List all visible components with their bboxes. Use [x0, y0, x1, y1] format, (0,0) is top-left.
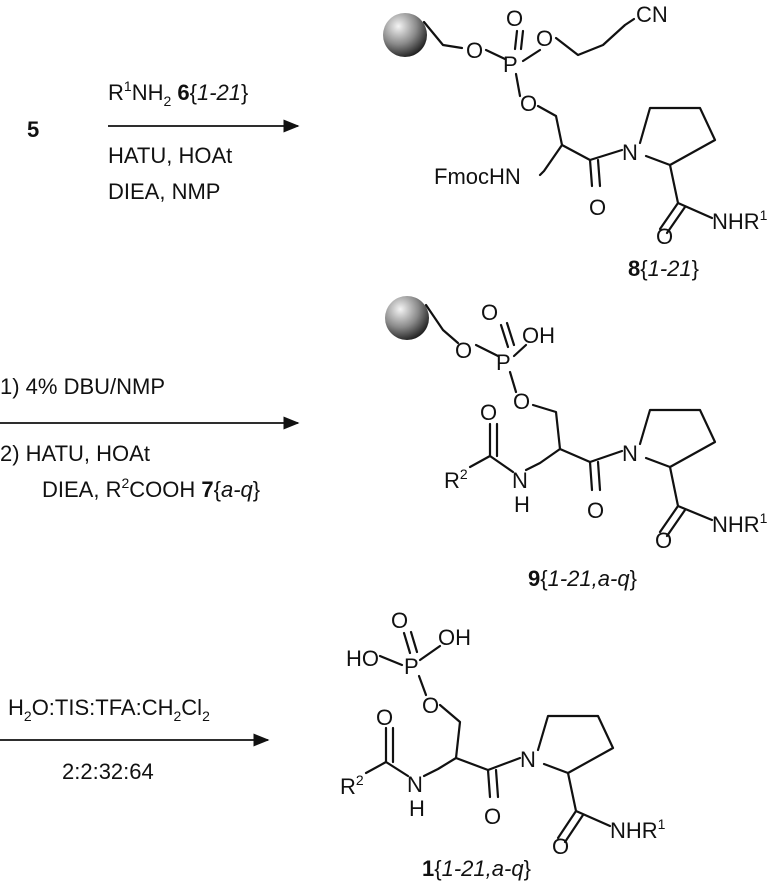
product-8-structure: O P O O CN O FmocHN O N O NHR1 8{1-21} [383, 2, 768, 281]
product-9-label: 9{1-21,a-q} [528, 566, 637, 591]
atom-p: P [496, 350, 511, 375]
atom-n: N [622, 441, 638, 466]
amide-nhr1: NHR1 [712, 207, 768, 234]
resin-bead [383, 13, 427, 57]
atom-o: O [655, 528, 672, 553]
atom-o: O [480, 400, 497, 425]
atom-o: O [536, 26, 553, 51]
atom-o: O [656, 224, 673, 249]
atom-o: O [589, 195, 606, 220]
amide-h: H [409, 796, 425, 821]
r2-group: R2 [340, 772, 364, 799]
product-1-label: 1{1-21,a-q} [422, 856, 531, 881]
atom-o: O [552, 834, 569, 859]
atom-o: O [391, 608, 408, 633]
phosphate-oh: OH [438, 625, 471, 650]
atom-n: N [622, 140, 638, 165]
fmoc-amine: FmocHN [434, 164, 521, 189]
step1-reagent-base: DIEA, NMP [108, 179, 220, 204]
atom-o: O [506, 6, 523, 31]
product-8-label: 8{1-21} [628, 256, 699, 281]
amide-h: H [514, 492, 530, 517]
amide-nhr1: NHR1 [712, 510, 768, 537]
compound-5-label: 5 [27, 117, 39, 142]
atom-o: O [484, 804, 501, 829]
atom-n: N [520, 747, 536, 772]
atom-o: O [587, 498, 604, 523]
step2-deprotection: 1) 4% DBU/NMP [0, 374, 165, 399]
step2-coupling: 2) HATU, HOAt [0, 441, 150, 466]
product-9-structure: O P O OH O O N H O R2 N O NHR1 9{1-21,a-… [385, 296, 768, 591]
step3-ratio: 2:2:32:64 [62, 759, 154, 784]
atom-o: O [455, 338, 472, 363]
atom-p: P [404, 654, 419, 679]
nitrile-cn: CN [636, 2, 668, 27]
atom-o: O [422, 693, 439, 718]
atom-o: O [520, 91, 537, 116]
resin-bead [385, 296, 429, 340]
amide-nh: N [512, 468, 528, 493]
phosphate-oh: OH [522, 323, 555, 348]
step2-acid: DIEA, R2COOH 7{a-q} [42, 475, 260, 502]
step1-reagent-coupling: HATU, HOAt [108, 143, 232, 168]
amide-nh: N [407, 772, 423, 797]
atom-p: P [503, 52, 518, 77]
step3-cleavage-cocktail: H2O:TIS:TFA:CH2Cl2 [8, 695, 210, 724]
atom-o: O [513, 389, 530, 414]
product-1-structure: O P OH HO O O N H O R2 N O NHR1 1{1-21,a… [340, 608, 666, 881]
atom-o: O [376, 705, 393, 730]
step1-reagent-amine: R1NH2 6{1-21} [108, 78, 248, 109]
r2-group: R2 [444, 466, 468, 493]
phosphate-ho: HO [346, 646, 379, 671]
atom-o: O [481, 300, 498, 325]
amide-nhr1: NHR1 [610, 816, 666, 843]
atom-o: O [466, 38, 483, 63]
